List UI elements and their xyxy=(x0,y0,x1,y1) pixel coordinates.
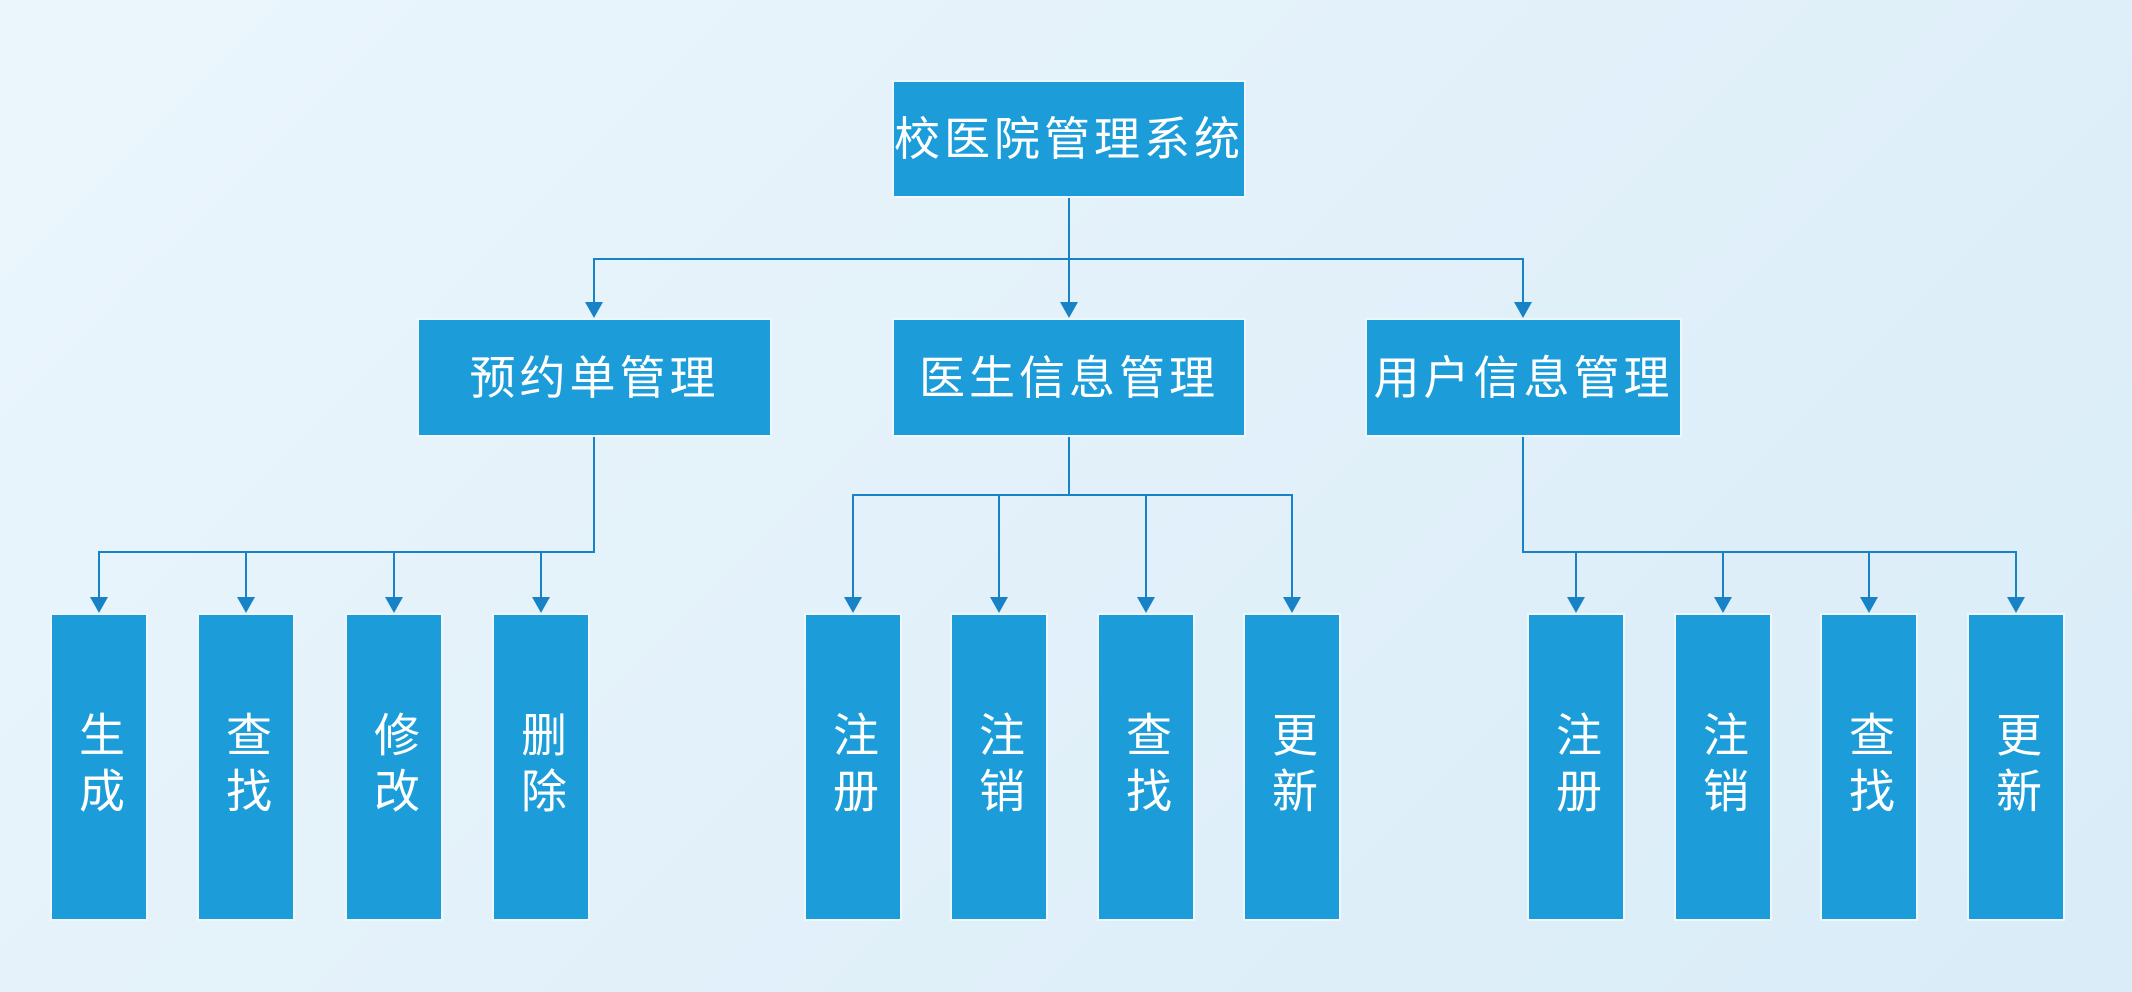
leaf-node-label: 查找 xyxy=(1119,711,1173,823)
root-node-label: 校医院管理系统 xyxy=(894,112,1244,166)
arrow-down-icon xyxy=(1567,597,1585,613)
root-node-hospital-system: 校医院管理系统 xyxy=(892,80,1246,198)
connector-root-rail xyxy=(593,258,1524,260)
arrow-down-icon xyxy=(385,597,403,613)
leaf-node-doctor-deregister: 注销 xyxy=(950,613,1048,921)
leaf-node-generate: 生成 xyxy=(50,613,148,921)
connector-drop-leaf xyxy=(998,494,1000,599)
connector-drop-branch3 xyxy=(1522,258,1524,304)
connector-drop-leaf xyxy=(852,494,854,599)
connector-drop-leaf xyxy=(1868,551,1870,599)
connector-branch3-rail xyxy=(1522,551,2017,553)
arrow-down-icon xyxy=(1060,302,1078,318)
connector-drop-leaf xyxy=(1575,551,1577,599)
leaf-node-label: 更新 xyxy=(1265,711,1319,823)
arrow-down-icon xyxy=(90,597,108,613)
branch-node-doctor-info-mgmt: 医生信息管理 xyxy=(892,318,1246,437)
leaf-node-find-appointment: 查找 xyxy=(197,613,295,921)
leaf-node-modify: 修改 xyxy=(345,613,443,921)
leaf-node-label: 注册 xyxy=(826,711,880,823)
leaf-node-doctor-register: 注册 xyxy=(804,613,902,921)
leaf-node-delete: 删除 xyxy=(492,613,590,921)
branch-node-label: 预约单管理 xyxy=(469,350,720,405)
arrow-down-icon xyxy=(532,597,550,613)
connector-root-stem xyxy=(1068,198,1070,259)
connector-drop-leaf xyxy=(540,551,542,599)
connector-drop-leaf xyxy=(1722,551,1724,599)
arrow-down-icon xyxy=(990,597,1008,613)
leaf-node-user-find: 查找 xyxy=(1820,613,1918,921)
leaf-node-doctor-find: 查找 xyxy=(1097,613,1195,921)
branch-node-label: 医生信息管理 xyxy=(919,350,1219,405)
connector-drop-leaf xyxy=(2015,551,2017,599)
connector-branch2-rail xyxy=(852,494,1293,496)
branch-node-appointment-mgmt: 预约单管理 xyxy=(417,318,772,437)
arrow-down-icon xyxy=(1714,597,1732,613)
branch-node-user-info-mgmt: 用户信息管理 xyxy=(1365,318,1682,437)
arrow-down-icon xyxy=(237,597,255,613)
leaf-node-label: 查找 xyxy=(1842,711,1896,823)
connector-drop-leaf xyxy=(393,551,395,599)
connector-branch2-stem xyxy=(1068,437,1070,496)
leaf-node-user-update: 更新 xyxy=(1967,613,2065,921)
connector-drop-branch2 xyxy=(1068,258,1070,304)
arrow-down-icon xyxy=(2007,597,2025,613)
leaf-node-label: 生成 xyxy=(72,711,126,823)
arrow-down-icon xyxy=(1514,302,1532,318)
connector-drop-branch1 xyxy=(593,258,595,304)
leaf-node-user-deregister: 注销 xyxy=(1674,613,1772,921)
connector-drop-leaf xyxy=(1145,494,1147,599)
leaf-node-label: 删除 xyxy=(514,711,568,823)
connector-branch1-stem xyxy=(593,437,595,553)
branch-node-label: 用户信息管理 xyxy=(1373,350,1674,405)
leaf-node-user-register: 注册 xyxy=(1527,613,1625,921)
connector-drop-leaf xyxy=(1291,494,1293,599)
leaf-node-label: 注册 xyxy=(1549,711,1603,823)
arrow-down-icon xyxy=(1137,597,1155,613)
connector-branch3-stem xyxy=(1522,437,1524,553)
leaf-node-label: 注销 xyxy=(1696,711,1750,823)
connector-drop-leaf xyxy=(245,551,247,599)
leaf-node-doctor-update: 更新 xyxy=(1243,613,1341,921)
leaf-node-label: 注销 xyxy=(972,711,1026,823)
arrow-down-icon xyxy=(1283,597,1301,613)
arrow-down-icon xyxy=(585,302,603,318)
connector-branch1-rail xyxy=(98,551,595,553)
leaf-node-label: 查找 xyxy=(219,711,273,823)
leaf-node-label: 修改 xyxy=(367,711,421,823)
leaf-node-label: 更新 xyxy=(1989,711,2043,823)
connector-drop-leaf xyxy=(98,551,100,599)
arrow-down-icon xyxy=(844,597,862,613)
arrow-down-icon xyxy=(1860,597,1878,613)
